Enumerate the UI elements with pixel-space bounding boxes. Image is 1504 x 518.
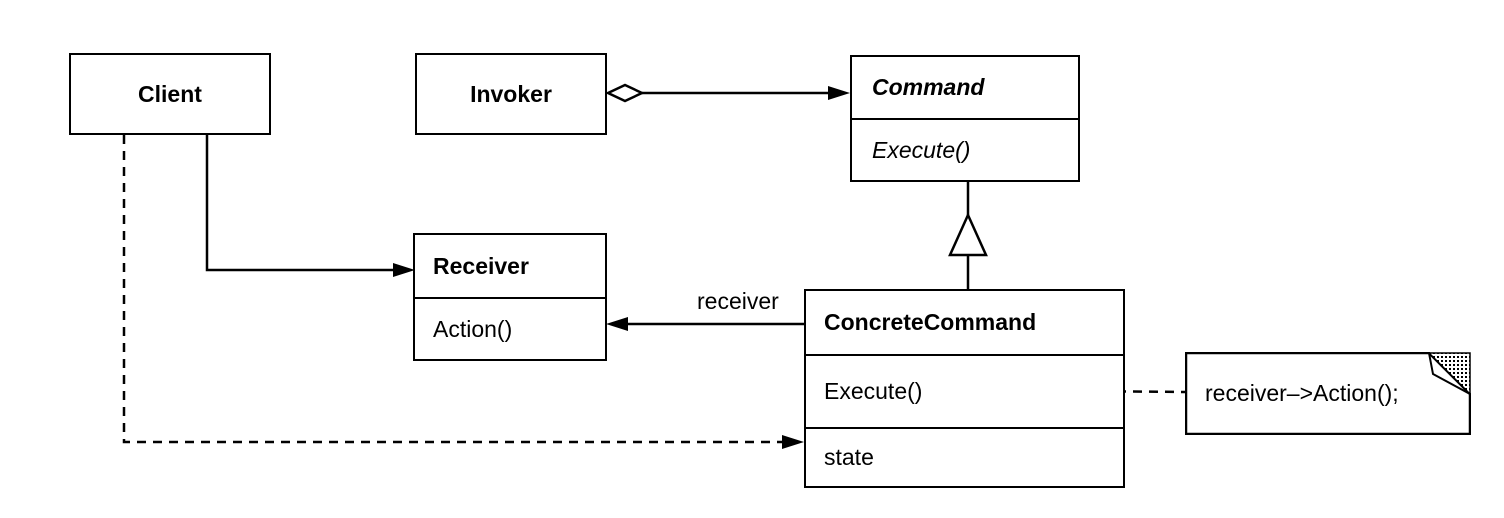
- client-class-name: Client: [138, 80, 202, 107]
- invoker-class-name: Invoker: [470, 80, 552, 107]
- command-class-name: Command: [872, 74, 985, 100]
- receiver-class: Receiver Action(): [413, 233, 607, 361]
- receiver-action-operation: Action(): [415, 297, 605, 359]
- implementation-note: receiver–>Action();: [1185, 352, 1471, 435]
- client-class: Client: [69, 53, 271, 135]
- receiver-association: [606, 317, 804, 331]
- receiver-role-label: receiver: [697, 288, 779, 314]
- concrete-command-state-attribute: state: [806, 427, 1123, 486]
- invoker-class: Invoker: [415, 53, 607, 135]
- client-concretecommand-dependency: [122, 135, 804, 449]
- inheritance-arrow: [948, 182, 988, 290]
- receiver-class-name: Receiver: [433, 252, 529, 279]
- note-text: receiver–>Action();: [1205, 380, 1399, 406]
- concrete-command-class: ConcreteCommand Execute() state: [804, 289, 1125, 488]
- note-shape: [1185, 352, 1471, 435]
- command-class: Command Execute(): [850, 55, 1080, 182]
- invoker-command-aggregation: [605, 83, 850, 103]
- concrete-command-class-name: ConcreteCommand: [824, 309, 1037, 335]
- concrete-command-execute-operation: Execute(): [806, 354, 1123, 427]
- command-execute-operation: Execute(): [852, 118, 1078, 180]
- client-receiver-association: [205, 135, 415, 277]
